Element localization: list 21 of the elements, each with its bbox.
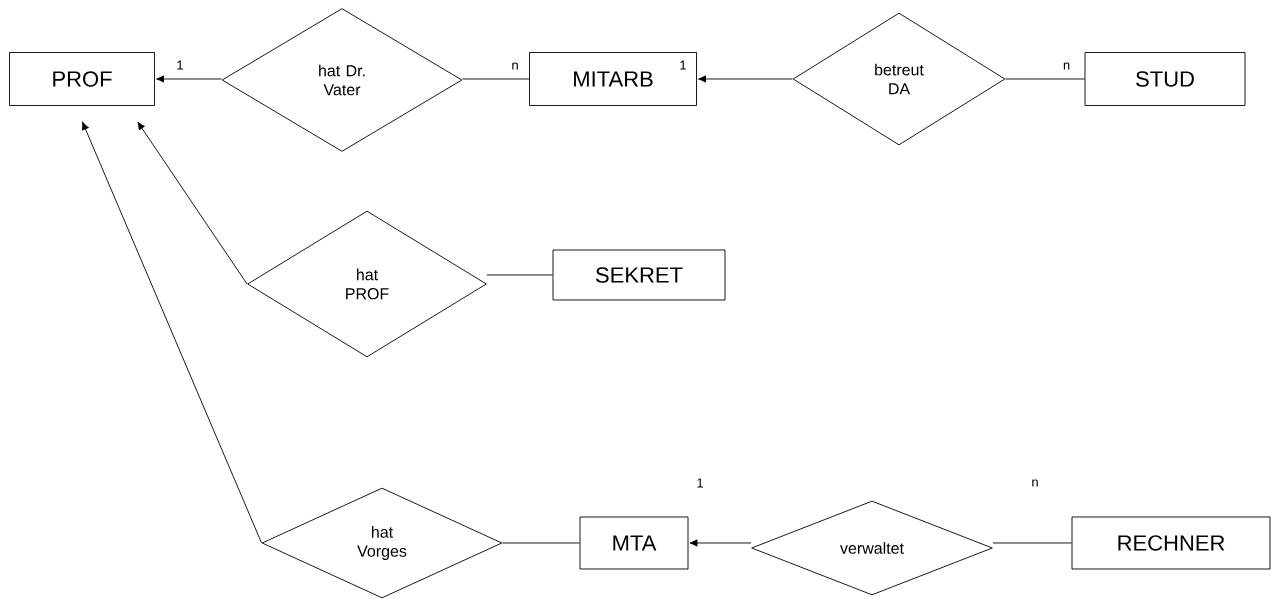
connector <box>992 542 1072 544</box>
cardinality-label: n <box>512 62 518 70</box>
connector <box>137 121 248 285</box>
entity-box: SEKRET <box>552 249 726 301</box>
entity-box: PROF <box>9 52 155 106</box>
connector <box>698 75 793 83</box>
cardinality-label: 1 <box>680 60 686 70</box>
connector <box>462 78 530 80</box>
connector <box>502 542 580 544</box>
entity-box: STUD <box>1084 52 1246 106</box>
entity-box: MTA <box>579 516 689 570</box>
connector <box>689 539 752 547</box>
connector <box>486 274 553 276</box>
cardinality-label: 1 <box>697 478 703 488</box>
entity-box: RECHNER <box>1071 516 1271 570</box>
cardinality-label: n <box>1063 62 1070 70</box>
connector <box>156 75 222 83</box>
connector <box>82 121 262 544</box>
cardinality-label: 1 <box>177 60 183 70</box>
cardinality-label: n <box>1032 479 1038 487</box>
connector <box>1005 78 1085 80</box>
